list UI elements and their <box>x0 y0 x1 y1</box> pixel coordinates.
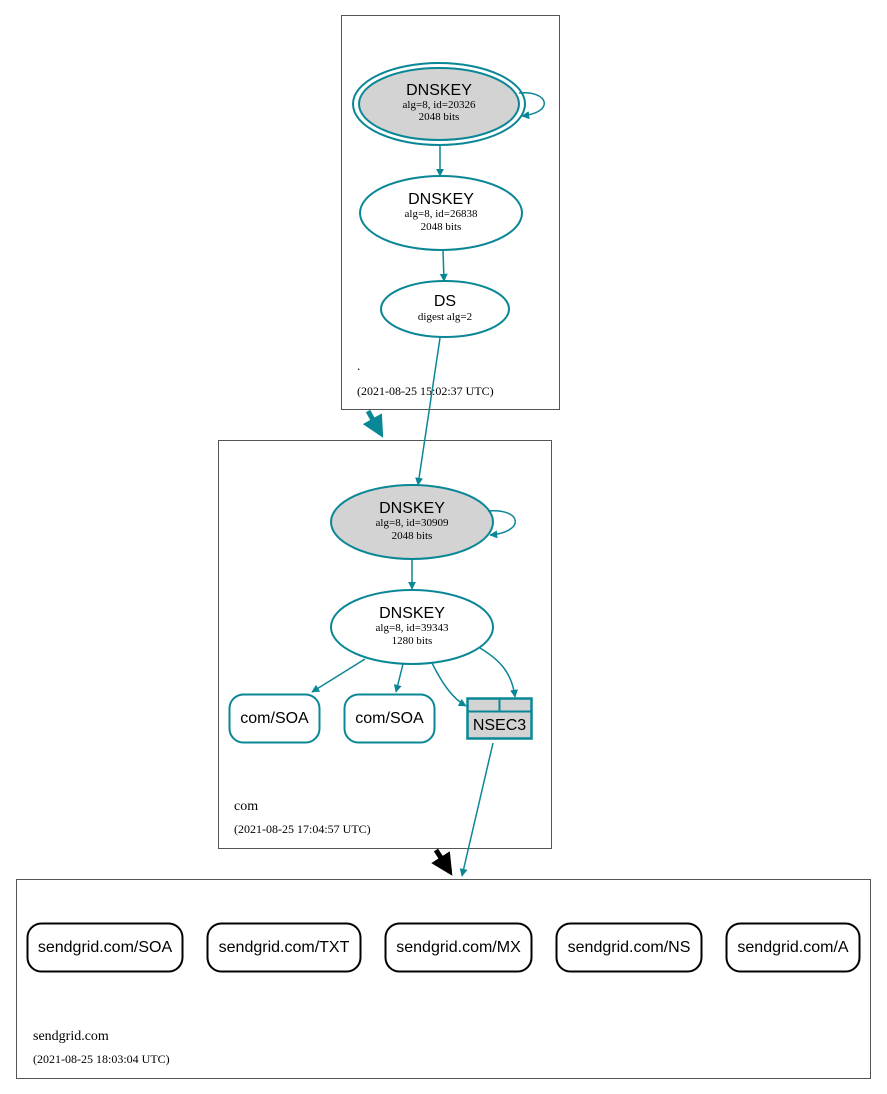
root-ksk-node[interactable]: DNSKEY alg=8, id=20326 2048 bits <box>352 62 526 146</box>
edge-com-zsk-to-soa2 <box>393 663 404 693</box>
com-soa-label-2: com/SOA <box>355 710 424 727</box>
edge-com-zsk-to-nsec3-b <box>479 647 519 698</box>
zone-com-timestamp: (2021-08-25 17:04:57 UTC) <box>234 822 371 836</box>
root-ksk-type: DNSKEY <box>406 82 472 99</box>
root-ksk-detail1: alg=8, id=20326 <box>403 99 476 111</box>
com-ksk-detail2: 2048 bits <box>392 530 433 542</box>
com-ksk-node[interactable]: DNSKEY alg=8, id=30909 2048 bits <box>330 484 494 560</box>
com-ksk-detail1: alg=8, id=30909 <box>376 517 449 529</box>
zone-root-box <box>341 15 560 410</box>
com-zsk-detail2: 1280 bits <box>392 635 433 647</box>
sendgrid-txt-label: sendgrid.com/TXT <box>219 939 350 956</box>
com-ksk-self-edge <box>487 510 516 539</box>
root-zsk-detail2: 2048 bits <box>421 221 462 233</box>
edge-root-zsk-to-ds <box>439 249 448 282</box>
ds-node[interactable]: DS digest alg=2 <box>380 280 510 338</box>
com-soa-rrset-2[interactable]: com/SOA <box>343 693 436 744</box>
zone-sendgrid-box <box>16 879 871 1079</box>
root-zsk-detail1: alg=8, id=26838 <box>405 208 478 220</box>
zone-root-name: . <box>357 358 360 373</box>
com-soa-rrset-1[interactable]: com/SOA <box>228 693 321 744</box>
com-zsk-detail1: alg=8, id=39343 <box>376 622 449 634</box>
sendgrid-soa-rrset[interactable]: sendgrid.com/SOA <box>26 922 184 973</box>
zone-com-name: com <box>234 799 258 814</box>
nsec3-label: NSEC3 <box>473 717 526 734</box>
root-ksk-self-edge <box>518 92 545 120</box>
edge-com-zsk-to-nsec3-a <box>431 662 467 707</box>
zone-sendgrid-timestamp: (2021-08-25 18:03:04 UTC) <box>33 1052 170 1066</box>
delegation-root-to-com <box>362 409 384 438</box>
sendgrid-txt-rrset[interactable]: sendgrid.com/TXT <box>206 922 362 973</box>
root-ksk-detail2: 2048 bits <box>419 111 460 123</box>
edge-com-zsk-to-soa1 <box>311 658 366 693</box>
com-zsk-type: DNSKEY <box>379 605 445 622</box>
sendgrid-ns-label: sendgrid.com/NS <box>568 939 691 956</box>
sendgrid-mx-label: sendgrid.com/MX <box>396 939 521 956</box>
sendgrid-ns-rrset[interactable]: sendgrid.com/NS <box>555 922 703 973</box>
root-zsk-node[interactable]: DNSKEY alg=8, id=26838 2048 bits <box>359 175 523 251</box>
edge-ds-to-com-ksk <box>415 337 441 486</box>
com-zsk-node[interactable]: DNSKEY alg=8, id=39343 1280 bits <box>330 589 494 665</box>
com-soa-label-1: com/SOA <box>240 710 309 727</box>
zone-com-box <box>218 440 552 849</box>
nsec3-node[interactable]: NSEC3 <box>466 697 533 740</box>
ds-detail: digest alg=2 <box>418 311 472 323</box>
sendgrid-a-rrset[interactable]: sendgrid.com/A <box>725 922 861 973</box>
root-zsk-type: DNSKEY <box>408 191 474 208</box>
ds-type: DS <box>434 293 456 310</box>
sendgrid-a-label: sendgrid.com/A <box>737 939 848 956</box>
sendgrid-mx-rrset[interactable]: sendgrid.com/MX <box>384 922 533 973</box>
delegation-com-to-sendgrid <box>431 848 453 876</box>
edge-nsec3-to-sendgrid <box>459 742 494 877</box>
zone-root-timestamp: (2021-08-25 15:02:37 UTC) <box>357 384 494 398</box>
com-ksk-type: DNSKEY <box>379 500 445 517</box>
zone-sendgrid-name: sendgrid.com <box>33 1029 109 1044</box>
sendgrid-soa-label: sendgrid.com/SOA <box>38 939 173 956</box>
